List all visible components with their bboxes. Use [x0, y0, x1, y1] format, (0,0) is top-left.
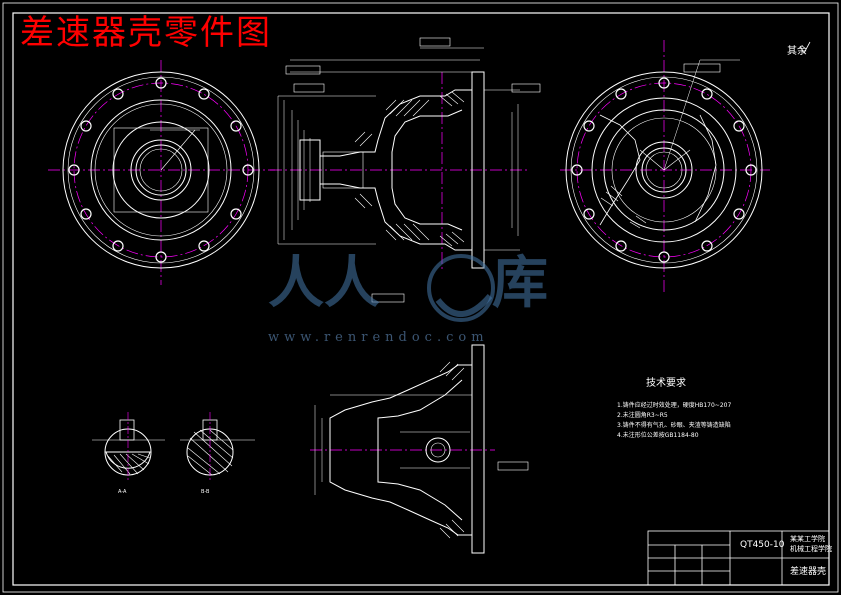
- tech-note: 4.未注形位公差按GB1184-80: [617, 432, 699, 439]
- surface-finish-note: 其余: [787, 46, 807, 57]
- title-block-school: 某某工学院: [790, 535, 825, 543]
- watermark-text-left: 人人: [268, 251, 380, 316]
- middle-section-view: [270, 37, 721, 471]
- left-end-view: [48, 60, 275, 285]
- tech-note: 2.未注圆角R3~R5: [617, 412, 668, 419]
- title-block-department: 机械工程学院: [790, 545, 832, 553]
- tech-requirements-heading: 技术要求: [646, 378, 686, 389]
- bottom-side-view: [310, 344, 495, 554]
- section-label-b: B-B: [201, 489, 210, 495]
- tech-note: 1.铸件应经过时效处理，硬度HB170~207: [617, 402, 732, 409]
- right-end-view: [560, 40, 811, 295]
- drawing-title: 差速器壳零件图: [20, 13, 272, 53]
- title-block: [647, 530, 830, 586]
- watermark-logo: [427, 254, 495, 322]
- title-block-part-name: 差速器壳: [790, 567, 827, 577]
- watermark-url: www.renrendoc.com: [268, 330, 489, 345]
- section-a-a: [92, 412, 165, 480]
- title-block-part-code: QT450-10: [740, 540, 785, 550]
- watermark-text-right: 库: [492, 251, 548, 316]
- inner-border: [12, 12, 830, 586]
- section-label-a: A-A: [118, 489, 127, 495]
- section-b-b: [180, 412, 255, 480]
- tech-note: 3.铸件不得有气孔、砂眼、夹渣等铸造缺陷: [617, 422, 731, 429]
